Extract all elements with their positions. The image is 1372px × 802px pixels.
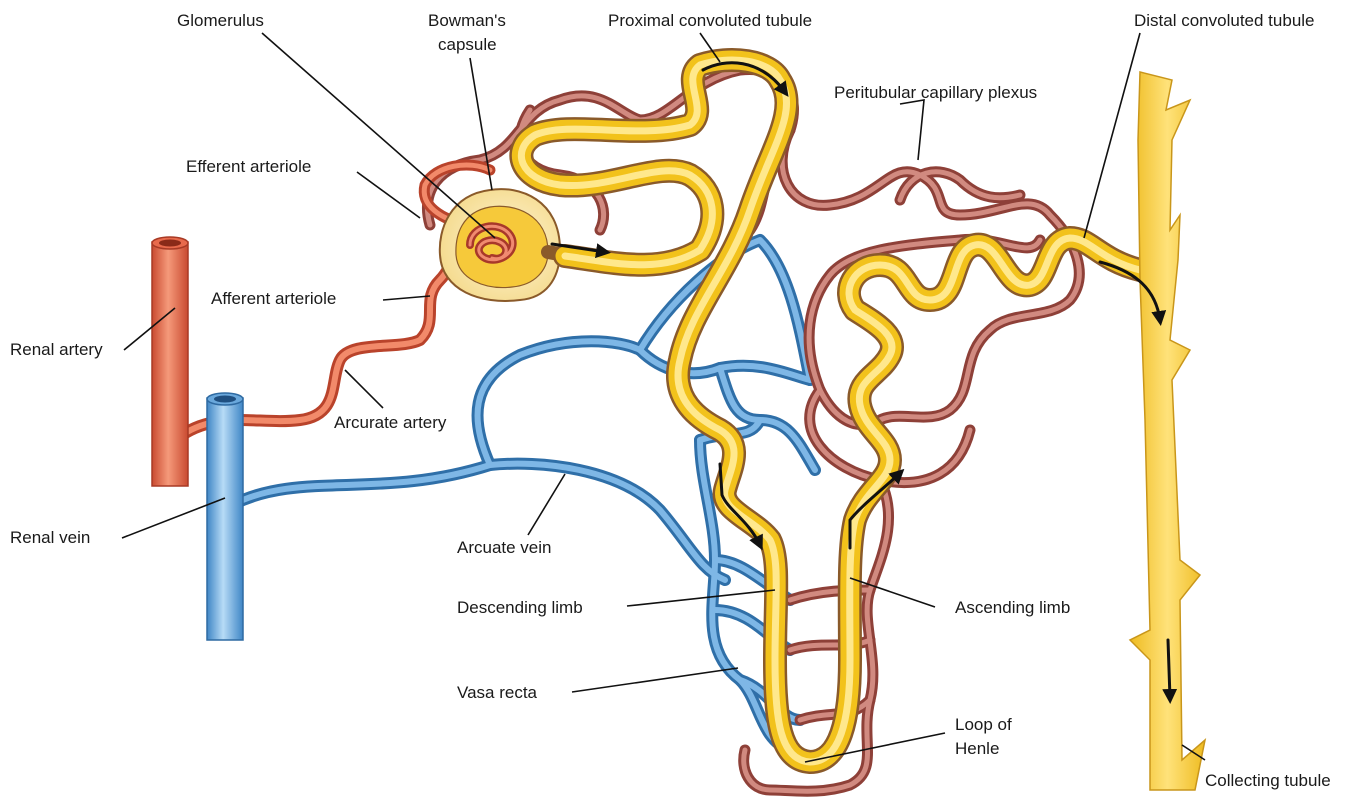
renal-vein-vessel bbox=[207, 393, 243, 640]
label-vasa-recta: Vasa recta bbox=[457, 683, 538, 702]
label-peritubular-capillary-plexus: Peritubular capillary plexus bbox=[834, 83, 1037, 102]
flow-arrow-collecting bbox=[1168, 640, 1170, 698]
renal-artery-vessel bbox=[152, 237, 188, 486]
label-ascending-limb: Ascending limb bbox=[955, 598, 1070, 617]
label-loop-of-henle-line2: Henle bbox=[955, 739, 999, 758]
label-distal-convoluted-tubule: Distal convoluted tubule bbox=[1134, 11, 1315, 30]
label-loop-of-henle-line1: Loop of bbox=[955, 715, 1012, 734]
label-collecting-tubule: Collecting tubule bbox=[1205, 771, 1331, 790]
label-renal-artery: Renal artery bbox=[10, 340, 103, 359]
label-bowmans-capsule-line2: capsule bbox=[438, 35, 497, 54]
label-renal-vein: Renal vein bbox=[10, 528, 90, 547]
label-arcuate-vein: Arcuate vein bbox=[457, 538, 552, 557]
label-arcurate-artery: Arcurate artery bbox=[334, 413, 447, 432]
label-efferent-arteriole: Efferent arteriole bbox=[186, 157, 311, 176]
label-descending-limb: Descending limb bbox=[457, 598, 583, 617]
collecting-tubule-shape bbox=[1130, 72, 1205, 790]
label-glomerulus: Glomerulus bbox=[177, 11, 264, 30]
label-afferent-arteriole: Afferent arteriole bbox=[211, 289, 336, 308]
label-proximal-convoluted-tubule: Proximal convoluted tubule bbox=[608, 11, 812, 30]
leader-lines bbox=[122, 33, 1205, 762]
label-bowmans-capsule-line1: Bowman's bbox=[428, 11, 506, 30]
